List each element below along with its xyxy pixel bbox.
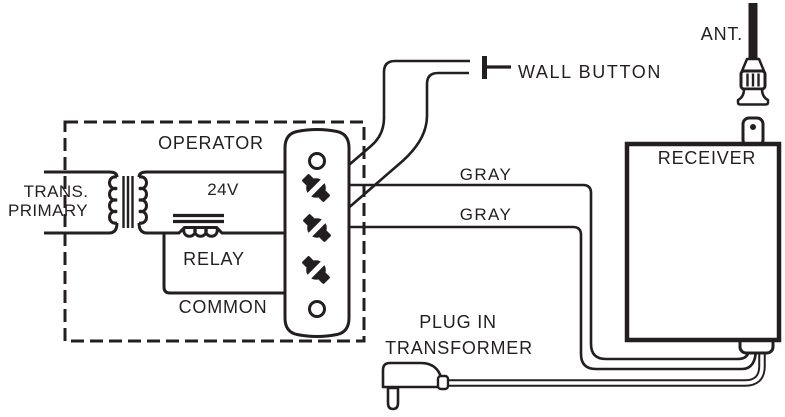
receiver-box [624,141,782,343]
antenna-icon [736,3,770,106]
wall-button-wire-2 [330,71,469,224]
operator-label: OPERATOR [158,133,264,153]
gray-wire-bottom [330,225,758,371]
screw-terminal-3-icon [302,256,330,284]
transformer-primary-coil-icon [108,175,118,225]
plug-icon [381,361,450,411]
primary-bottom-lead [44,222,119,235]
mounting-hole-top-icon [308,152,326,170]
transformer-core-icon [122,176,134,228]
gray-label-bottom: GRAY [460,205,513,224]
antenna-label: ANT. [701,24,743,44]
wall-button-icon [482,56,511,79]
relay-coil-icon [182,227,219,238]
wire-24v [137,170,286,178]
trans-primary-label-line2: PRIMARY [8,201,88,220]
gray-label-top: GRAY [460,165,513,184]
plug-cord-core [447,348,764,385]
transformer-secondary-coil-icon [138,175,148,225]
plug-label-line2: TRANSFORMER [385,338,533,358]
wire-relay [137,222,286,235]
tab-hole-icon [750,124,756,130]
receiver-label: RECEIVER [658,148,756,168]
wire-common [162,232,286,295]
operator-dashed-box [63,120,366,343]
trans-primary-label-line1: TRANS. [24,182,89,201]
relay-core-icon [173,213,224,224]
gray-wire-top [329,183,751,361]
common-label: COMMON [179,297,268,317]
mounting-hole-bottom-icon [308,300,326,318]
screw-terminal-2-icon [303,214,331,242]
wall-button-label: WALL BUTTON [518,62,662,82]
plug-label-line1: PLUG IN [419,312,497,332]
voltage-label: 24V [207,180,239,199]
primary-top-lead [44,170,119,178]
screw-terminal-1-icon [302,174,330,202]
relay-label: RELAY [183,249,245,269]
wall-button-wire-1 [328,59,470,183]
